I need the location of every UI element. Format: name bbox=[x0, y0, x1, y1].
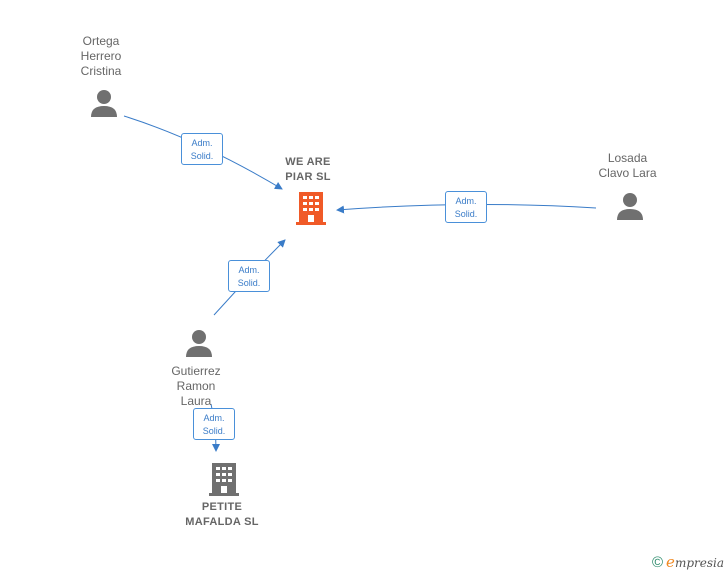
person-label-losada: Losada Clavo Lara bbox=[598, 151, 657, 180]
role-badge-gutierrez-mafalda[interactable]: Adm. Solid. bbox=[193, 408, 235, 440]
footer-brand[interactable]: © empresia bbox=[652, 553, 724, 571]
role-badge-gutierrez-piar[interactable]: Adm. Solid. bbox=[228, 260, 270, 292]
brand-logo: empresia bbox=[666, 553, 724, 571]
person-icon[interactable] bbox=[184, 328, 214, 358]
person-icon[interactable] bbox=[615, 191, 645, 221]
building-icon[interactable] bbox=[295, 190, 327, 226]
building-icon[interactable] bbox=[208, 461, 240, 497]
role-badge-ortega[interactable]: Adm. Solid. bbox=[181, 133, 223, 165]
company-label-we-are-piar: WE ARE PIAR SL bbox=[285, 156, 331, 183]
role-badge-losada[interactable]: Adm. Solid. bbox=[445, 191, 487, 223]
role-line1: Adm. bbox=[203, 413, 225, 423]
role-line2: Solid. bbox=[202, 426, 226, 436]
role-line1: Adm. bbox=[455, 196, 477, 206]
role-line2: Solid. bbox=[454, 209, 478, 219]
company-label-petite-mafalda: PETITE MAFALDA SL bbox=[185, 501, 259, 528]
brand-initial: e bbox=[666, 553, 675, 571]
role-line1: Adm. bbox=[191, 138, 213, 148]
role-line1: Adm. bbox=[238, 265, 260, 275]
role-line2: Solid. bbox=[190, 151, 214, 161]
copyright-icon: © bbox=[651, 553, 664, 571]
brand-rest: mpresia bbox=[674, 556, 724, 570]
person-label-ortega: Ortega Herrero Cristina bbox=[80, 34, 122, 78]
person-icon[interactable] bbox=[89, 88, 119, 118]
role-line2: Solid. bbox=[237, 278, 261, 288]
person-label-gutierrez: Gutierrez Ramon Laura bbox=[171, 364, 221, 408]
